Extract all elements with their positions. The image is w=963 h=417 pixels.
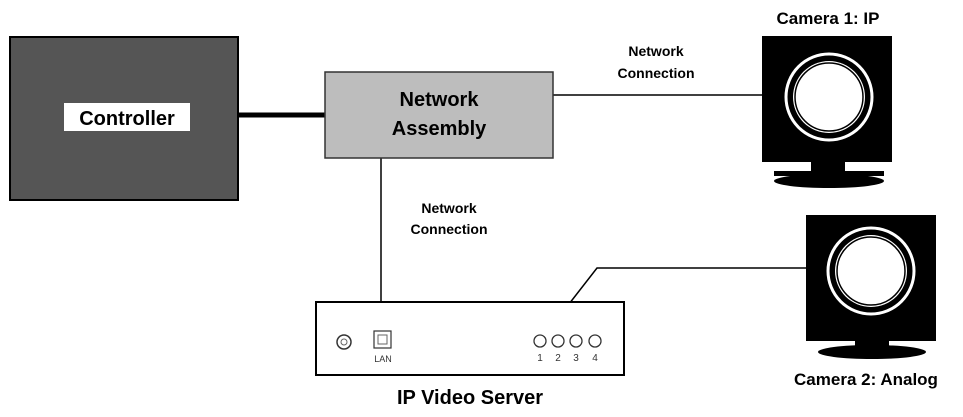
camera1: Camera 1: IP (762, 9, 892, 188)
link-camera1-label-line1: Network (628, 43, 683, 59)
camera1-label: Camera 1: IP (777, 9, 880, 28)
power-button-icon (336, 334, 352, 350)
camera1-icon (762, 36, 892, 188)
lan-label: LAN (374, 354, 392, 364)
camera2-icon (806, 215, 936, 359)
camera2-label: Camera 2: Analog (794, 370, 938, 389)
camera2: Camera 2: Analog (794, 215, 938, 389)
video-port-4-label: 4 (592, 353, 598, 364)
link-server-label-line1: Network (421, 200, 476, 216)
video-port-3: 3 (569, 334, 583, 364)
video-port-2-label: 2 (555, 353, 561, 364)
lan-port-icon (373, 330, 392, 349)
network-assembly-label-line1: Network (400, 89, 480, 111)
link-camera1-label-line2: Connection (618, 65, 695, 81)
video-port-3-label: 3 (573, 353, 579, 364)
video-port-4: 4 (588, 334, 602, 364)
network-assembly-label-line2: Assembly (392, 118, 487, 140)
network-assembly-box: Network Assembly (324, 71, 554, 159)
video-port-2: 2 (551, 334, 565, 364)
video-port-1: 1 (533, 334, 547, 364)
controller-box: Controller (9, 36, 239, 201)
link-server-label-line2: Connection (411, 221, 488, 237)
video-port-1-label: 1 (537, 353, 543, 364)
controller-label: Controller (79, 108, 175, 130)
server-label: IP Video Server (397, 387, 543, 409)
ip-video-server: LAN 1 2 3 4 IP Video Server (315, 301, 625, 409)
